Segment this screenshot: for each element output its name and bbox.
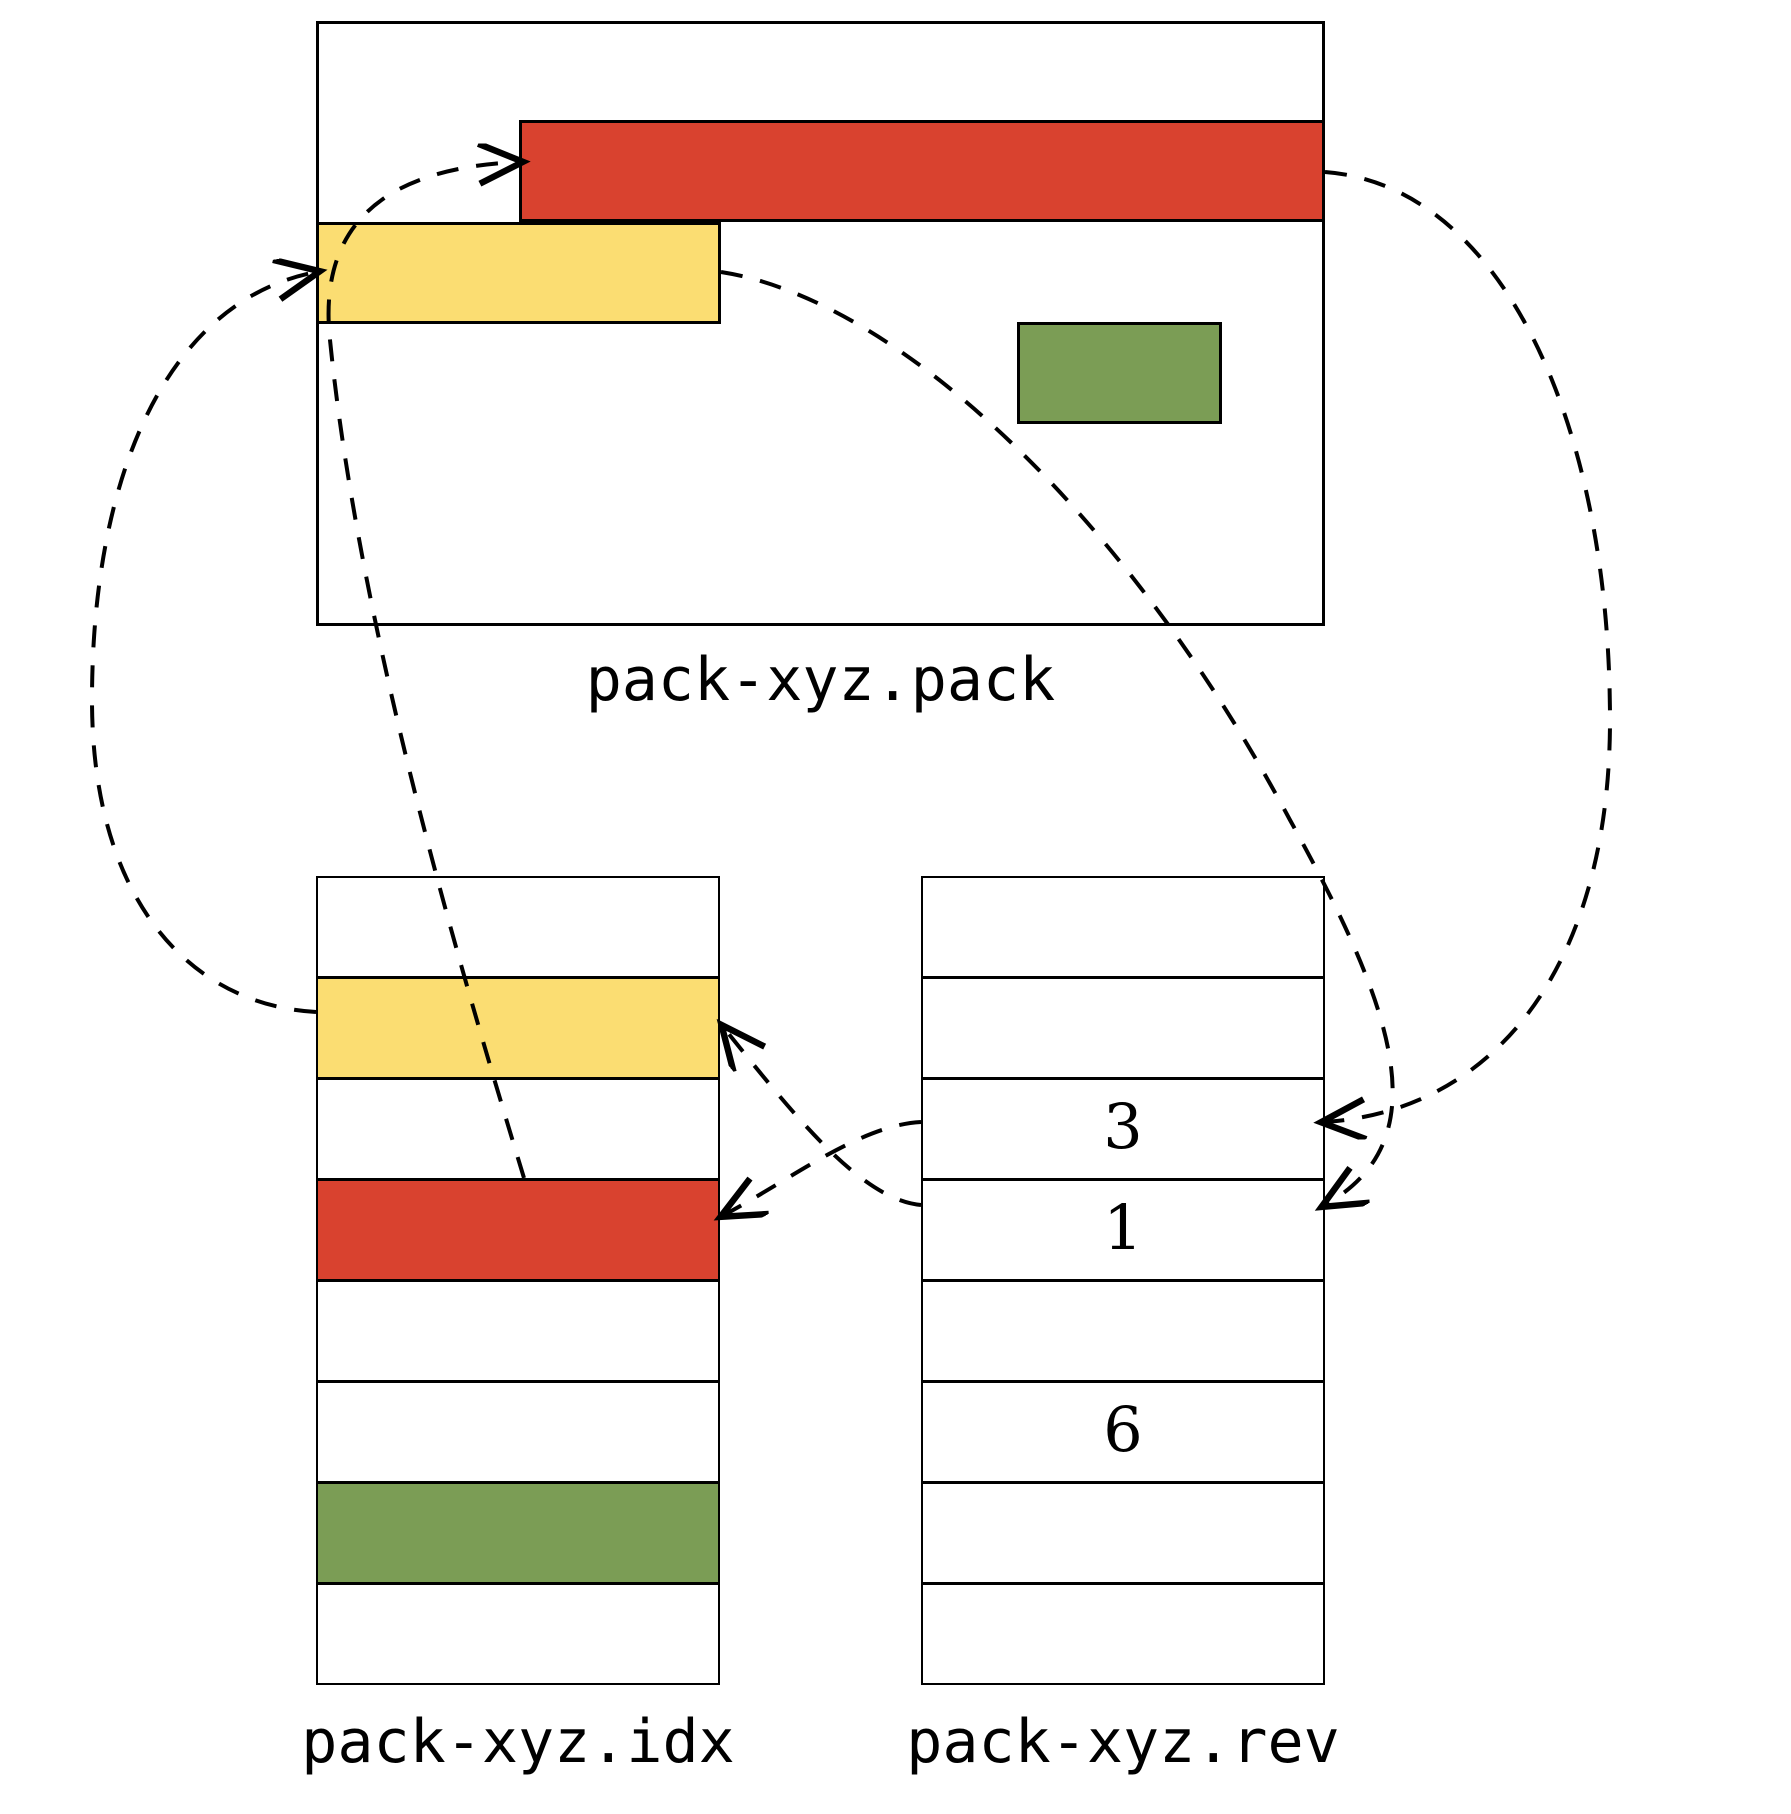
rev-row-0 [921,876,1325,978]
arrow-rev-row1-to-idx-yellow [724,1028,922,1207]
idx-row-0 [316,876,720,978]
rev-row-value: 6 [1103,1393,1143,1466]
rev-row-1 [921,977,1325,1079]
rev-row-2: 3 [921,1078,1325,1180]
rev-row-value: 3 [1103,1090,1143,1163]
rev-file-caption: pack-xyz.rev [906,1707,1340,1777]
rev-row-3: 1 [921,1179,1325,1281]
pack-object-green [1017,322,1222,424]
rev-row-7 [921,1583,1325,1685]
rev-row-5: 6 [921,1381,1325,1483]
idx-row-2 [316,1078,720,1180]
idx-row-3 [316,1179,720,1281]
arrow-pack-red-to-rev-row3 [1325,170,1613,1122]
rev-file-table: 3 1 6 [921,876,1325,1685]
idx-row-7 [316,1583,720,1685]
idx-file-caption: pack-xyz.idx [301,1707,735,1777]
arrow-idx-yellow-to-pack-yellow [89,272,316,1014]
idx-file-table [316,876,720,1685]
pack-file-caption: pack-xyz.pack [585,645,1056,715]
pack-object-yellow [316,222,721,324]
rev-row-6 [921,1482,1325,1584]
pack-object-red [519,120,1325,222]
arrow-rev-row3-to-idx-red [724,1120,922,1215]
idx-row-5 [316,1381,720,1483]
idx-row-6 [316,1482,720,1584]
idx-row-1 [316,977,720,1079]
rev-row-4 [921,1280,1325,1382]
idx-row-4 [316,1280,720,1382]
rev-row-value: 1 [1103,1191,1143,1264]
